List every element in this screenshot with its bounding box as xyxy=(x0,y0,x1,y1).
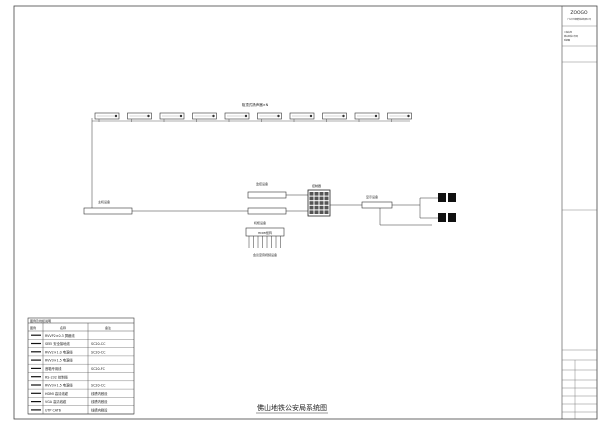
display-screens xyxy=(438,193,456,222)
speaker-group xyxy=(94,112,412,122)
rack-label: 机柜设备 xyxy=(254,220,266,225)
monitor-device-label: 监控设备 xyxy=(256,181,268,186)
controller-port xyxy=(309,210,314,214)
display-splitter xyxy=(361,201,393,209)
controller-port xyxy=(314,210,319,214)
company-sub: 广东中光智能科技有限公司 xyxy=(567,17,591,21)
controller-box xyxy=(307,189,331,217)
legend-row-note: SC20-CC xyxy=(91,350,106,354)
rack-device xyxy=(245,227,285,237)
controller-port xyxy=(324,205,329,210)
display-screen xyxy=(448,193,456,202)
controller-port xyxy=(319,201,324,205)
legend-table: 图例及线缆说明 图例 名称 备注 RVVP2×0.3 屏蔽线 SEEI 安全接地线… xyxy=(27,317,135,415)
controller-port xyxy=(324,201,329,205)
ceiling-speaker xyxy=(354,112,380,122)
legend-row-name: 音箱专用线 xyxy=(45,366,62,371)
controller-port xyxy=(314,196,319,201)
ceiling-speaker xyxy=(257,112,282,122)
drawing-title: 佛山地铁公安局系统图 xyxy=(257,403,327,412)
controller-port xyxy=(314,201,319,205)
host-device-label: 主机设备 xyxy=(98,199,110,204)
legend-row-note: 线槽内敷设 xyxy=(91,391,108,396)
controller-port xyxy=(319,210,324,214)
legend-header-symbol: 图例 xyxy=(30,325,36,330)
title-note-3: 系统图 xyxy=(564,38,570,42)
legend-row-name: UTP CAT6 xyxy=(45,409,61,413)
display-screen xyxy=(438,193,446,202)
ceiling-speaker xyxy=(387,112,412,122)
legend-title: 图例及线缆说明 xyxy=(30,318,51,323)
monitor-device xyxy=(247,191,287,199)
rack-caption: 会议室音视频设备 xyxy=(253,252,277,257)
ceiling-speaker xyxy=(289,112,315,122)
switch-device xyxy=(247,207,287,215)
legend-row-name: RVV3×1.5 电源线 xyxy=(45,358,73,363)
ceiling-speaker xyxy=(224,112,250,122)
display-screen xyxy=(438,213,446,222)
legend-row-name: RVV2×1.0 电源线 xyxy=(45,349,73,354)
speaker-row-label: 吸顶式扬声器×N xyxy=(242,102,269,107)
controller-port xyxy=(324,192,329,196)
rack-sub-label: HDMI矩阵 xyxy=(258,230,272,235)
controller-port xyxy=(324,210,329,214)
legend-row-note: SC20-CC xyxy=(91,342,106,346)
controller-port xyxy=(319,196,324,201)
controller-port xyxy=(309,196,314,201)
sheet-border xyxy=(13,5,598,420)
legend-row-name: HDMI 高清线缆 xyxy=(45,391,69,396)
legend-header-note: 备注 xyxy=(105,325,111,330)
legend-row-note: SC20-FC xyxy=(91,367,106,371)
ceiling-speaker xyxy=(159,112,185,122)
display-splitter-label: 显示设备 xyxy=(366,194,378,199)
ceiling-speaker xyxy=(94,112,120,122)
display-screen xyxy=(448,213,456,222)
rack-outputs xyxy=(248,236,281,248)
host-device xyxy=(83,207,133,215)
ceiling-speaker xyxy=(192,112,217,122)
legend-row-name: RVV3×1.5 电源线 xyxy=(45,383,73,388)
legend-row-note: 线槽内敷设 xyxy=(91,408,108,413)
legend-row-note: 线槽内敷设 xyxy=(91,399,108,404)
legend-row-note: SC20-CC xyxy=(91,384,106,388)
legend-row-name: SEEI 安全接地线 xyxy=(45,341,70,346)
controller-port xyxy=(314,192,319,196)
controller-port xyxy=(309,201,314,205)
legend-header-name: 名称 xyxy=(60,325,66,330)
title-block: ZOOGO 广东中光智能科技有限公司 工程名称 佛山地铁公安局 系统图 xyxy=(562,10,597,419)
controller-port xyxy=(309,205,314,210)
controller-port xyxy=(314,205,319,210)
legend-row-name: VGA 高清线缆 xyxy=(45,399,67,404)
controller-port xyxy=(324,196,329,201)
controller-port xyxy=(319,192,324,196)
legend-row-name: RVVP2×0.3 屏蔽线 xyxy=(45,333,75,338)
legend-row-name: RS-232 控制线 xyxy=(45,374,69,379)
controller-label: 控制器 xyxy=(312,183,321,188)
company-name: ZOOGO xyxy=(570,10,588,16)
title-note-2: 佛山地铁公安局 xyxy=(564,34,578,38)
ceiling-speaker xyxy=(127,112,152,122)
ceiling-speaker xyxy=(322,112,347,122)
controller-port xyxy=(319,205,324,210)
title-note-1: 工程名称 xyxy=(564,30,572,34)
controller-port xyxy=(309,192,314,196)
controller-grid xyxy=(309,192,329,214)
